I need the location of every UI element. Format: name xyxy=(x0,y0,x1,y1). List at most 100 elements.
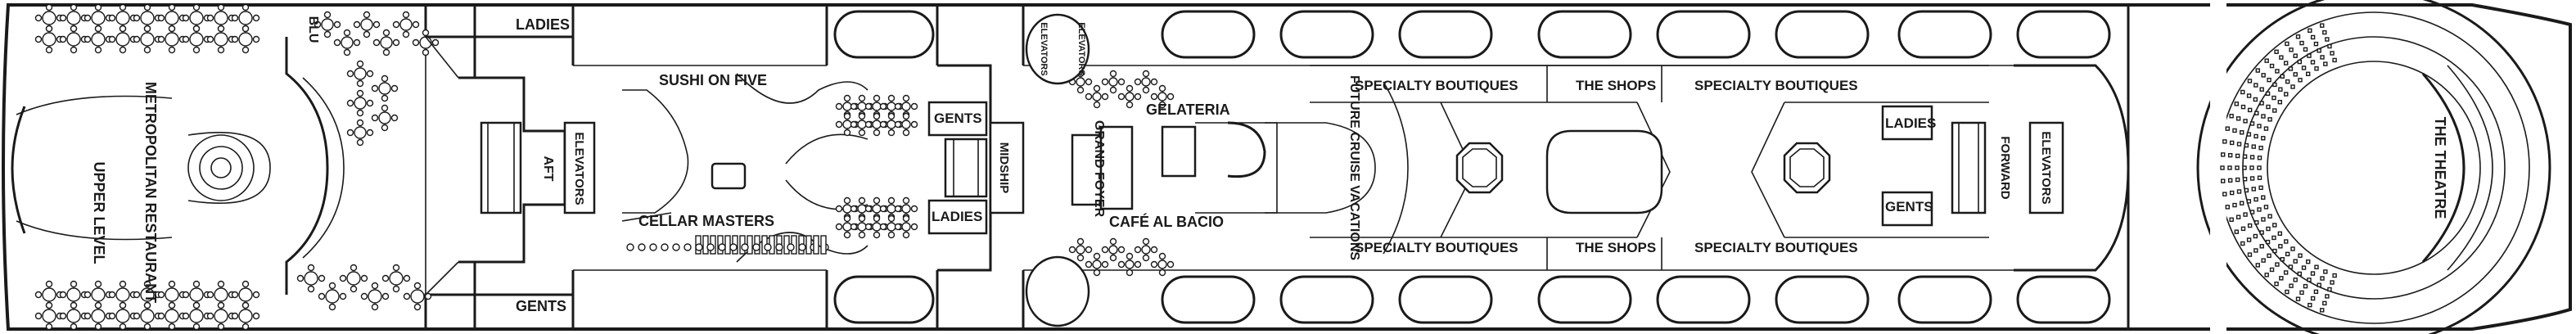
theatre-seat xyxy=(2254,220,2259,225)
cafe-table-chair xyxy=(1068,246,1076,254)
label-sushi-on-five: SUSHI ON FIVE xyxy=(659,72,767,88)
dining-table-chair xyxy=(392,264,400,272)
dining-table-chair xyxy=(323,30,332,38)
grand-foyer xyxy=(1071,121,1376,214)
lounge-chair xyxy=(695,243,703,251)
theatre-seat xyxy=(2303,47,2308,52)
dining-table-chair xyxy=(45,3,53,11)
dining-table xyxy=(378,111,391,124)
dining-table xyxy=(238,11,253,25)
theatre-seat xyxy=(2247,107,2253,113)
dining-table-chair xyxy=(412,38,420,47)
dining-table xyxy=(410,289,425,304)
label-future-cruise-vacations: FUTURE CRUISE VACATIONS xyxy=(1347,75,1361,260)
theatre-seat xyxy=(2249,121,2255,126)
theatre-seat xyxy=(2285,79,2290,84)
theatre-seat xyxy=(2320,55,2325,60)
theatre-seat xyxy=(2330,280,2335,285)
dining-table-chair xyxy=(241,25,250,33)
dining-table xyxy=(115,32,130,47)
lounge-table-chair xyxy=(858,196,866,205)
dining-table-chair xyxy=(45,323,53,331)
theatre-seat xyxy=(2259,244,2264,249)
dining-table xyxy=(346,271,361,286)
dining-table-chair xyxy=(168,323,176,331)
dining-table-chair xyxy=(157,14,165,22)
dining-table-chair xyxy=(356,138,364,147)
dining-table xyxy=(321,18,334,31)
lounge-table xyxy=(901,222,911,232)
dining-table-chair xyxy=(70,46,78,54)
lounge-table-chair xyxy=(910,120,918,129)
theatre-seat xyxy=(2274,282,2279,287)
cafe-table-chair xyxy=(1158,84,1166,93)
dining-table xyxy=(189,32,204,47)
cafe-table xyxy=(1141,77,1151,87)
dining-table-chair xyxy=(168,46,176,54)
dining-table-chair xyxy=(133,14,141,22)
dining-table xyxy=(399,18,413,31)
dining-table-chair xyxy=(252,14,260,22)
shops-area xyxy=(1383,81,1831,255)
dining-table-chair xyxy=(403,274,411,282)
theatre-seat xyxy=(2298,253,2303,258)
dining-table-chair xyxy=(157,312,165,320)
dining-table-chair xyxy=(307,264,315,272)
cafe-table xyxy=(1157,260,1167,269)
theatre-seat xyxy=(2297,271,2303,277)
dining-table-chair xyxy=(108,14,116,22)
theatre xyxy=(2196,0,2551,334)
dining-table-chair xyxy=(192,25,201,33)
theatre-seat xyxy=(2249,155,2255,160)
dining-table-chair xyxy=(339,292,347,300)
label-elevators-mid-starboard: ELEVATORS xyxy=(1076,22,1086,75)
cafe-table-chair xyxy=(1126,101,1134,109)
dining-table-chair xyxy=(157,291,165,299)
theatre-seat xyxy=(2244,142,2249,148)
dining-table-chair xyxy=(94,323,102,331)
theatre-seat xyxy=(2325,294,2330,299)
dining-table xyxy=(140,287,155,302)
theatre-seat xyxy=(2313,289,2319,295)
lifeboats-top xyxy=(833,10,2111,59)
dining-table-chair xyxy=(59,291,67,299)
theatre-seat xyxy=(2283,270,2289,275)
theatre-seat xyxy=(2283,61,2289,65)
dining-table-chair xyxy=(356,119,364,127)
theatre-seat xyxy=(2269,63,2275,69)
label-elevators-mid-port: ELEVATORS xyxy=(1039,22,1049,75)
lounge-table xyxy=(857,204,867,214)
dining-table-chair xyxy=(333,20,341,29)
dining-table-chair xyxy=(231,312,239,320)
dining-table-chair xyxy=(422,48,430,56)
lounge-table-chair xyxy=(873,196,881,205)
metropolitan-restaurant-area xyxy=(16,5,573,329)
theatre-seat xyxy=(2327,287,2332,292)
theatre-seat xyxy=(2243,212,2248,217)
theatre-seat xyxy=(2253,133,2258,139)
theatre-seat xyxy=(2259,101,2264,106)
dining-table-chair xyxy=(412,20,420,29)
dining-table xyxy=(238,287,253,302)
theatre-seat xyxy=(2254,111,2259,115)
dining-table xyxy=(189,11,204,25)
theatre-seat xyxy=(2234,229,2240,234)
lounge-table xyxy=(886,204,896,214)
cafe-table xyxy=(1076,245,1085,255)
theatre-seat xyxy=(2272,248,2277,254)
lounge-table xyxy=(857,120,867,129)
theatre-seat xyxy=(2232,128,2237,133)
cafe-table-chair xyxy=(1117,93,1126,101)
dining-table-chair xyxy=(402,11,410,19)
theatre-seat xyxy=(2239,201,2244,205)
cafe-table-chair xyxy=(1101,78,1109,86)
theatre-seat xyxy=(2236,142,2242,147)
dining-table-chair xyxy=(168,280,176,288)
theatre-seat xyxy=(2242,177,2248,182)
cafe-table-chair xyxy=(1126,269,1134,277)
lounge-chair xyxy=(706,243,715,251)
dining-table-chair xyxy=(382,48,390,56)
lounge-table xyxy=(872,102,882,111)
lounge-table-chair xyxy=(873,214,881,223)
dining-table-chair xyxy=(252,291,260,299)
